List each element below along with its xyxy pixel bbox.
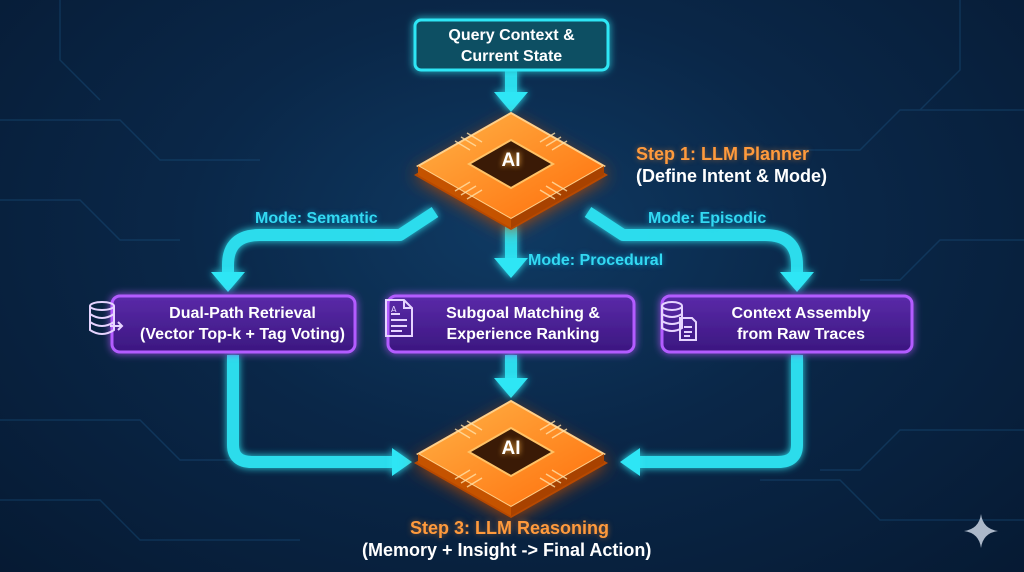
planner-ai-die [466, 138, 556, 190]
mode-episodic-label: Mode: Episodic [648, 210, 767, 227]
retrieval-box-procedural-label: Subgoal Matching & Experience Ranking [416, 303, 630, 345]
episodic-box-line-1: Context Assembly [731, 305, 871, 322]
arrow-into-semantic-box [211, 272, 245, 292]
procedural-box-line-2: Experience Ranking [446, 326, 600, 343]
arrow-into-reasoner-left [392, 448, 412, 476]
semantic-box-line-1: Dual-Path Retrieval [169, 305, 316, 322]
query-line-2: Current State [460, 48, 563, 65]
database-icon [89, 301, 124, 335]
episodic-box-line-2: from Raw Traces [736, 326, 866, 343]
semantic-branch-line [222, 206, 439, 272]
retrieval-box-procedural [386, 294, 636, 354]
reasoner-chip [414, 399, 608, 518]
query-line-1: Query Context & [448, 27, 575, 44]
retrieval-box-semantic-label: Dual-Path Retrieval (Vector Top-k + Tag … [130, 303, 355, 345]
query-box-label: Query Context & Current State [415, 25, 608, 67]
reasoner-step-title: Step 3: LLM Reasoning [410, 518, 610, 538]
reasoner-ai-label: AI [501, 438, 521, 459]
left-to-reasoner-line [227, 355, 392, 468]
planner-chip [414, 111, 608, 230]
planner-ai-label: AI [501, 150, 521, 171]
procedural-box-line-1: Subgoal Matching & [446, 305, 600, 322]
reasoner-ai-die [466, 426, 556, 478]
arrow-into-reasoner-right [620, 448, 640, 476]
semantic-box-line-2: (Vector Top-k + Tag Voting) [140, 326, 345, 343]
mode-semantic-label: Mode: Semantic [255, 210, 378, 227]
arrow-into-procedural-box [494, 258, 528, 278]
arrow-into-episodic-box [780, 272, 814, 292]
reasoner-step-subtitle: (Memory + Insight -> Final Action) [362, 540, 652, 560]
sparkle-icon [964, 514, 998, 548]
circuit-background [0, 0, 1024, 541]
database-document-icon [661, 301, 697, 341]
svg-text:A: A [391, 305, 397, 314]
flow-lines [222, 68, 803, 468]
mode-procedural-label: Mode: Procedural [528, 252, 664, 269]
right-to-reasoner-line [640, 355, 803, 468]
flow-arrowheads [211, 92, 814, 476]
planner-step-title: Step 1: LLM Planner [636, 144, 810, 164]
arrow-into-planner [494, 92, 528, 112]
arrow-into-reasoner-middle [494, 378, 528, 398]
planner-step-subtitle: (Define Intent & Mode) [636, 166, 827, 186]
episodic-branch-line [584, 206, 803, 272]
document-icon: A [385, 299, 413, 337]
query-box [413, 18, 610, 72]
retrieval-box-episodic-label: Context Assembly from Raw Traces [694, 303, 908, 345]
